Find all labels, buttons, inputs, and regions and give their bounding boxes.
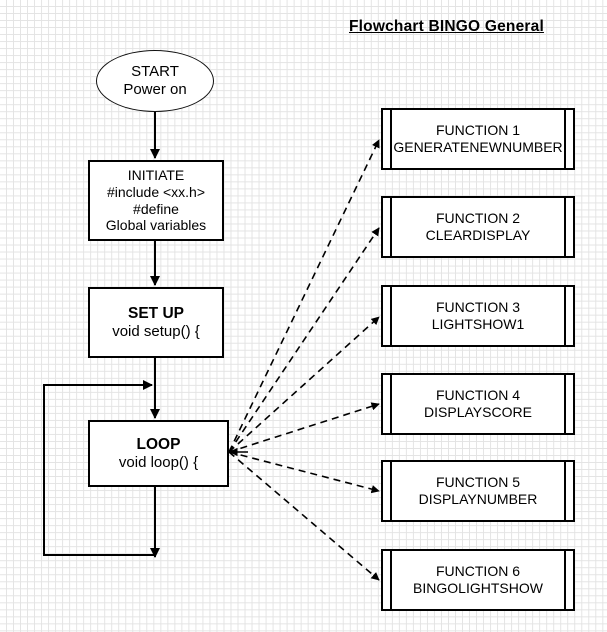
loop-process[interactable]: LOOP void loop() { bbox=[88, 420, 229, 487]
subroutine-right-bar bbox=[564, 287, 566, 345]
call-arrow-function-4 bbox=[228, 402, 380, 453]
function-3-number: FUNCTION 3 bbox=[436, 299, 520, 316]
loop-line-1: void loop() { bbox=[118, 453, 199, 471]
call-arrow-function-3 bbox=[228, 316, 380, 453]
subroutine-right-bar bbox=[564, 110, 566, 168]
subroutine-right-bar bbox=[564, 462, 566, 520]
subroutine-right-bar bbox=[564, 198, 566, 256]
subroutine-right-bar bbox=[564, 375, 566, 433]
call-arrow-function-5 bbox=[228, 451, 380, 494]
call-arrow-function-2 bbox=[228, 227, 380, 453]
setup-line-1: void setup() { bbox=[112, 322, 200, 340]
function-1-number: FUNCTION 1 bbox=[436, 122, 520, 139]
connector-loop-back bbox=[43, 380, 155, 556]
call-arrow-function-1 bbox=[228, 139, 380, 453]
function-6-number: FUNCTION 6 bbox=[436, 563, 520, 580]
function-4-label: DISPLAYSCORE bbox=[424, 404, 532, 420]
function-3-label: LIGHTSHOW1 bbox=[431, 316, 525, 332]
setup-process[interactable]: SET UP void setup() { bbox=[88, 287, 224, 358]
initiate-process[interactable]: INITIATE #include <xx.h> #define Global … bbox=[88, 160, 224, 241]
function-2-number: FUNCTION 2 bbox=[436, 210, 520, 227]
function-3-box[interactable]: FUNCTION 3 LIGHTSHOW1 bbox=[381, 285, 575, 347]
function-5-number: FUNCTION 5 bbox=[436, 474, 520, 491]
function-2-box[interactable]: FUNCTION 2 CLEARDISPLAY bbox=[381, 196, 575, 258]
initiate-line-2: #include <xx.h> bbox=[106, 183, 206, 200]
function-5-label: DISPLAYNUMBER bbox=[418, 491, 538, 507]
function-5-box[interactable]: FUNCTION 5 DISPLAYNUMBER bbox=[381, 460, 575, 522]
function-6-label: BINGOLIGHTSHOW bbox=[413, 580, 543, 596]
start-line-2: Power on bbox=[123, 81, 187, 98]
function-1-box[interactable]: FUNCTION 1 GENERATENEWNUMBER bbox=[381, 108, 575, 170]
setup-title: SET UP bbox=[128, 304, 184, 322]
subroutine-left-bar bbox=[390, 551, 392, 609]
initiate-line-4: Global variables bbox=[105, 217, 207, 234]
start-terminator[interactable]: START Power on bbox=[96, 50, 214, 112]
initiate-line-3: #define bbox=[133, 200, 179, 217]
initiate-line-1: INITIATE bbox=[127, 167, 185, 184]
function-4-box[interactable]: FUNCTION 4 DISPLAYSCORE bbox=[381, 373, 575, 435]
function-4-number: FUNCTION 4 bbox=[436, 387, 520, 404]
call-arrow-function-6 bbox=[228, 451, 380, 581]
loop-title: LOOP bbox=[136, 435, 181, 453]
function-1-label: GENERATENEWNUMBER bbox=[393, 139, 563, 155]
page-title: Flowchart BINGO General bbox=[349, 18, 544, 35]
subroutine-left-bar bbox=[390, 462, 392, 520]
subroutine-left-bar bbox=[390, 287, 392, 345]
subroutine-left-bar bbox=[390, 198, 392, 256]
subroutine-right-bar bbox=[564, 551, 566, 609]
start-line-1: START bbox=[131, 63, 179, 81]
function-6-box[interactable]: FUNCTION 6 BINGOLIGHTSHOW bbox=[381, 549, 575, 611]
function-2-label: CLEARDISPLAY bbox=[425, 227, 531, 243]
subroutine-left-bar bbox=[390, 110, 392, 168]
subroutine-left-bar bbox=[390, 375, 392, 433]
